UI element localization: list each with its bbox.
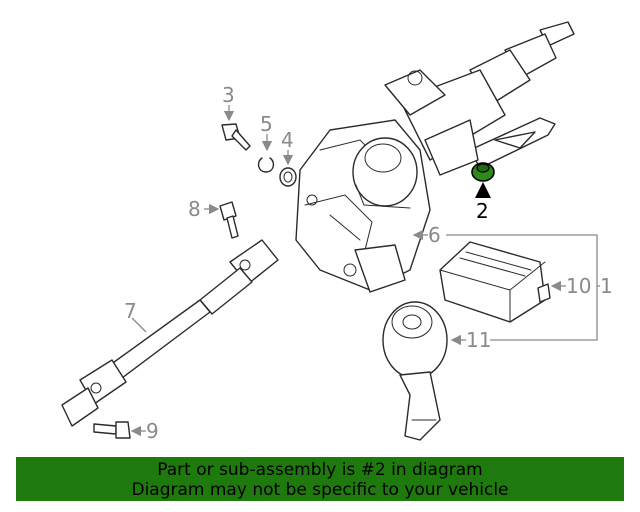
- part-7-intermediate-shaft: [61, 239, 279, 427]
- callout-7: 7: [124, 299, 137, 323]
- part-10-control-module: [439, 241, 551, 323]
- part-11-motor: [382, 301, 448, 441]
- callout-2: 2: [476, 199, 489, 223]
- callout-1: 1: [600, 274, 613, 298]
- banner-line-2: Diagram may not be specific to your vehi…: [131, 480, 509, 500]
- part-9-bolt: [93, 421, 131, 439]
- callout-8: 8: [188, 197, 201, 221]
- assembly-1-bracket: [446, 234, 600, 341]
- callout-4: 4: [281, 128, 294, 152]
- part-4-ring: [279, 167, 297, 187]
- callout-11: 11: [466, 328, 491, 352]
- callout-10: 10: [566, 274, 591, 298]
- banner-line-1: Part or sub-assembly is #2 in diagram: [157, 460, 483, 480]
- notice-banner: Part or sub-assembly is #2 in diagram Di…: [16, 457, 624, 501]
- steering-column-assembly: [295, 21, 575, 293]
- part-8-bolt: [219, 201, 239, 239]
- callout-3: 3: [222, 83, 235, 107]
- callout-5: 5: [260, 112, 273, 136]
- part-2-nut[interactable]: [471, 162, 495, 182]
- parts-diagram: 2 3 5 4 8 7 9 6: [61, 21, 613, 443]
- part-3-bolt: [221, 123, 251, 151]
- part-5-clip: [257, 157, 275, 173]
- callout-6: 6: [428, 223, 441, 247]
- callout-9: 9: [146, 419, 159, 443]
